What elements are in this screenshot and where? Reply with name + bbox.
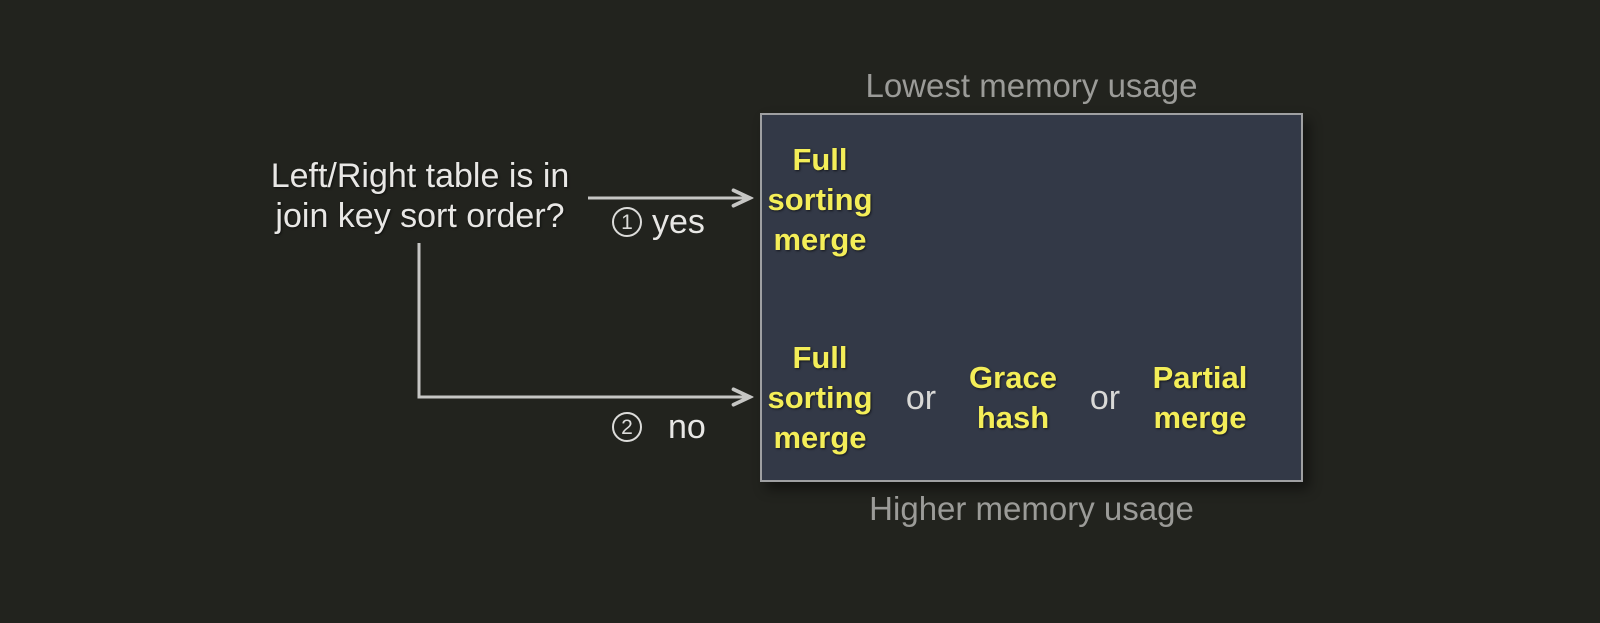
alg-line: Partial [1152, 360, 1248, 395]
branch-label-no: 2 no [612, 407, 706, 447]
join-algorithms-box: Full sorting merge Full sorting merge or… [760, 113, 1303, 482]
alg-line: sorting [767, 380, 873, 415]
alg-line: Full [792, 142, 848, 177]
circled-number-2-icon: 2 [612, 412, 642, 442]
circled-number-1-icon: 1 [612, 207, 642, 237]
or-separator-1: or [905, 378, 937, 417]
algorithm-grace-hash: Grace hash [964, 322, 1062, 474]
algorithm-partial-merge: Partial merge [1148, 322, 1252, 474]
alg-line: merge [1153, 400, 1247, 435]
branch-no-text: no [668, 407, 706, 446]
alg-line: hash [976, 400, 1050, 435]
question-text: Left/Right table is in join key sort ord… [220, 156, 620, 236]
algorithm-full-sorting-merge-sorted: Full sorting merge [762, 115, 878, 285]
alg-line: merge [773, 222, 867, 257]
algorithm-full-sorting-merge-unsorted: Full sorting merge [762, 322, 878, 474]
caption-higher-memory: Higher memory usage [869, 490, 1194, 527]
no-arrow [417, 243, 750, 397]
alg-line: sorting [767, 182, 873, 217]
alg-line: Grace [969, 360, 1057, 395]
or-separator-2: or [1089, 378, 1121, 417]
question-line-1: Left/Right table is in [270, 157, 570, 195]
alg-line: Full [792, 340, 848, 375]
alg-line: merge [773, 420, 867, 455]
unsorted-case-row: Full sorting merge or Grace hash or Part… [762, 322, 1301, 474]
question-line-2: join key sort order? [275, 197, 565, 235]
branch-label-yes: 1 yes [612, 202, 705, 242]
caption-lowest-memory: Lowest memory usage [865, 67, 1198, 104]
branch-yes-text: yes [652, 202, 705, 241]
sorted-case-row: Full sorting merge [762, 115, 1301, 285]
